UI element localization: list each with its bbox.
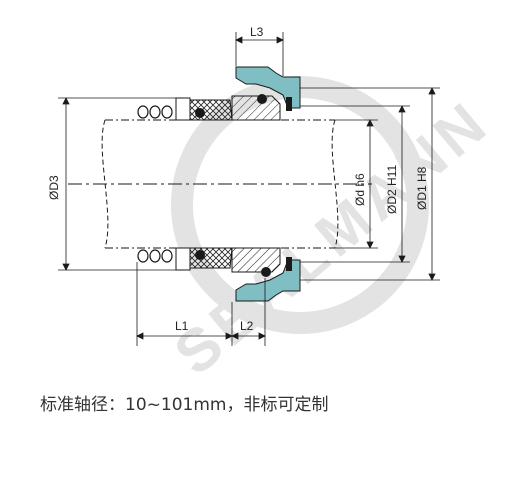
dim-label-d: Ød h6 [353, 173, 367, 206]
bellows-bottom [175, 247, 233, 271]
dim-label-d3: ØD3 [47, 175, 61, 200]
dim-label-l2: L2 [240, 319, 254, 333]
stationary-seat-bottom [235, 257, 301, 302]
dim-label-l3: L3 [250, 25, 264, 39]
bellows-top [175, 97, 233, 121]
spring-top [137, 105, 173, 119]
shaft-size-caption: 标准轴径：10~101mm，非标可定制 [40, 395, 329, 415]
stationary-seat-top [235, 66, 301, 111]
dim-label-d1: ØD1 H8 [415, 166, 429, 210]
seal-diagram: SEALMANN [47, 25, 502, 380]
spring-bottom [137, 249, 173, 263]
dim-label-d2: ØD2 H11 [385, 165, 399, 214]
rotating-face-top [231, 94, 281, 121]
rotating-face-bottom [231, 247, 281, 277]
dim-label-l1: L1 [175, 319, 189, 333]
